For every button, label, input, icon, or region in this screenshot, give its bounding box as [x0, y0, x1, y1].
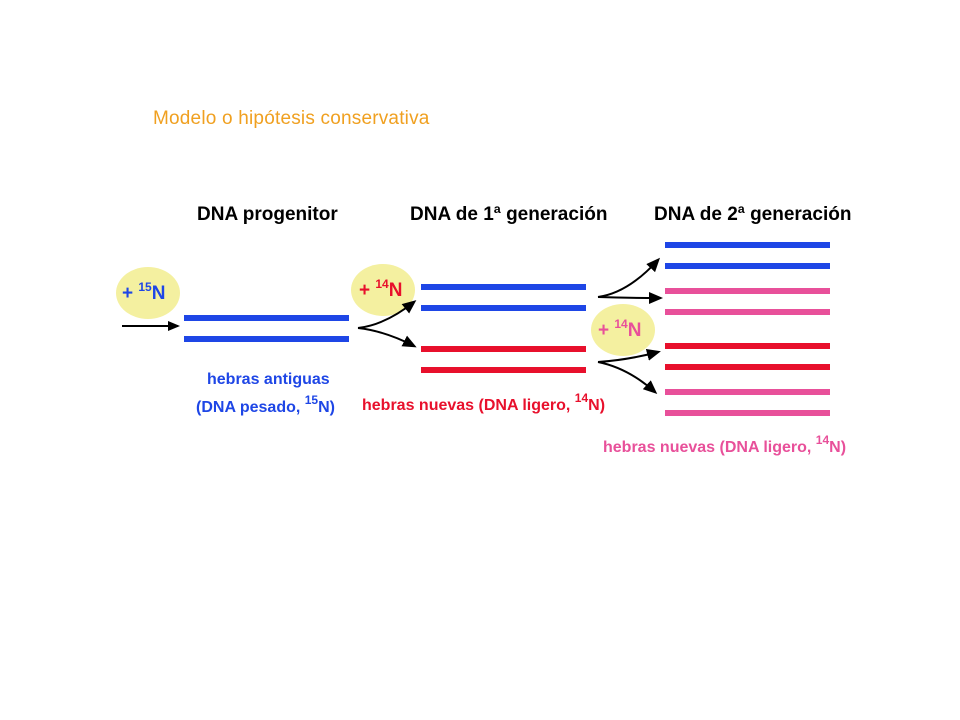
- slide-title: Modelo o hipótesis conservativa: [153, 108, 430, 129]
- gen2-strand-7-light: [665, 389, 830, 395]
- header-gen2-dna: DNA de 2ª generación: [654, 204, 851, 225]
- split-arrow-gen1-up: [357, 300, 417, 329]
- gen2-strand-1-heavy: [665, 242, 830, 248]
- split-arrow-gen1-down: [357, 327, 417, 348]
- isotope-bubble-n15: [116, 267, 180, 319]
- header-parent-dna: DNA progenitor: [197, 204, 338, 225]
- new-strands-label-gen2: hebras nuevas (DNA ligero, 14N): [603, 433, 846, 456]
- isotope-label-n14-gen1: + 14N: [359, 277, 402, 301]
- new-strands-label-gen1: hebras nuevas (DNA ligero, 14N): [362, 391, 605, 414]
- old-strands-label-line2: (DNA pesado, 15N): [196, 393, 335, 416]
- isotope-label-n15: + 15N: [122, 280, 165, 304]
- gen1-old-strand-1: [421, 284, 586, 290]
- gen2-strand-3-light: [665, 288, 830, 294]
- split-arrow-gen2-top-up: [597, 257, 661, 298]
- isotope-label-n14-gen2: + 14N: [598, 317, 641, 341]
- parent-strand-1: [184, 315, 349, 321]
- isotope-bubble-n14-gen1: [351, 264, 415, 316]
- gen2-strand-6-gen1: [665, 364, 830, 370]
- gen2-strand-5-gen1: [665, 343, 830, 349]
- split-arrow-gen2-bottom-down: [597, 361, 658, 394]
- header-gen1-dna: DNA de 1ª generación: [410, 204, 607, 225]
- isotope-bubble-n14-gen2: [591, 304, 655, 356]
- split-arrow-gen2-bottom-up: [597, 349, 661, 363]
- gen2-strand-2-heavy: [665, 263, 830, 269]
- split-arrow-gen2-top-down: [597, 291, 663, 304]
- old-strands-label-line1: hebras antiguas: [207, 371, 330, 388]
- parent-strand-2: [184, 336, 349, 342]
- gen2-strand-4-light: [665, 309, 830, 315]
- gen1-old-strand-2: [421, 305, 586, 311]
- gen2-strand-8-light: [665, 410, 830, 416]
- gen1-new-strand-2: [421, 367, 586, 373]
- gen1-new-strand-1: [421, 346, 586, 352]
